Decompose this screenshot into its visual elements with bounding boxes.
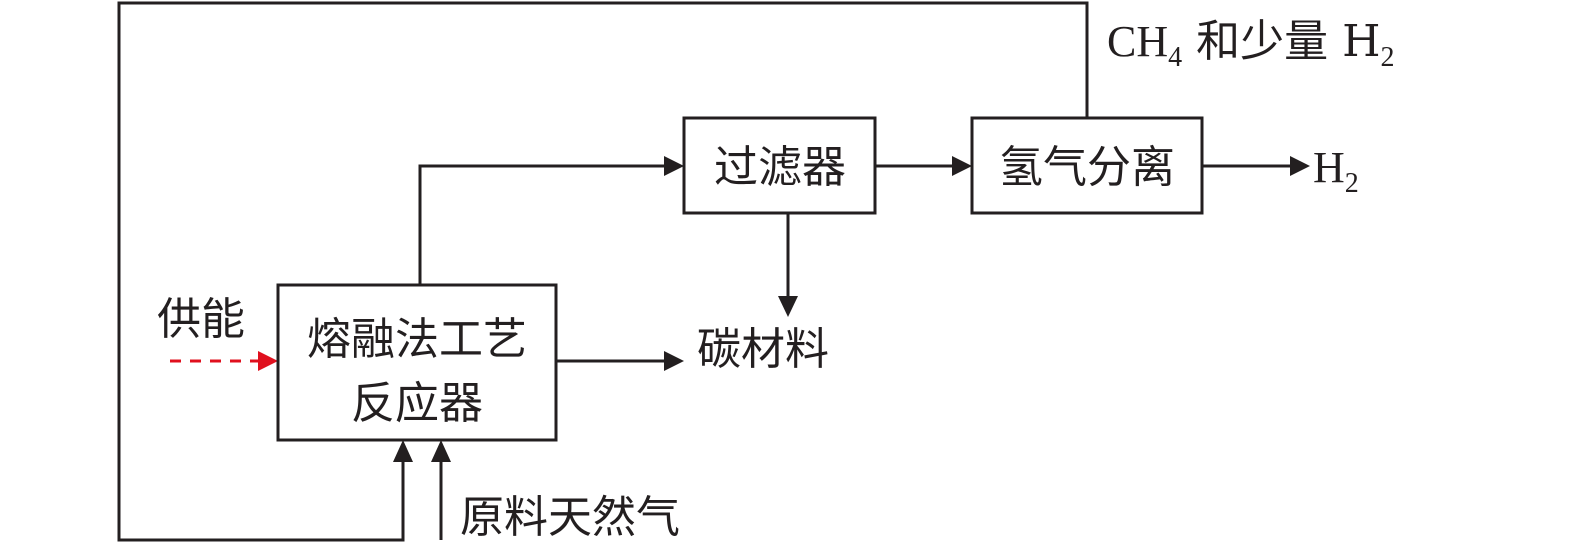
recycle-label-sub4: 4 [1168, 42, 1182, 73]
reactor-box [276, 283, 558, 442]
filter-box [682, 116, 877, 215]
energy-label: 供能 [157, 294, 245, 345]
feed-arrowhead [431, 440, 451, 462]
energy-arrowhead [258, 351, 278, 371]
reactor-label-line1: 熔融法工艺 [307, 314, 527, 365]
feed-label: 原料天然气 [460, 492, 680, 543]
recycle-label-sub2: 2 [1380, 42, 1394, 73]
recycle-label-mid: 和少量 H [1182, 16, 1380, 67]
filter-label: 过滤器 [714, 142, 846, 193]
recycle-arrowhead [393, 440, 413, 462]
recycle-label-ch: CH [1107, 17, 1168, 66]
recycle-loop-line [117, 1, 1089, 542]
h2-label-sub: 2 [1345, 168, 1359, 199]
reactor-to-filter-arrowhead [664, 156, 684, 176]
separator-box [970, 116, 1204, 215]
reactor-to-carbon-arrowhead [664, 351, 684, 371]
recycle-label: CH4 和少量 H2 [1107, 16, 1394, 73]
filter-to-carbon-arrowhead [778, 296, 798, 317]
filter-to-separator-arrowhead [952, 156, 972, 176]
reactor-to-filter-line [418, 164, 664, 285]
h2-label-h: H [1313, 143, 1345, 192]
h2-output-label: H2 [1313, 143, 1359, 199]
reactor-label-line2: 反应器 [351, 378, 483, 429]
separator-label: 氢气分离 [999, 142, 1175, 193]
separator-to-h2-arrowhead [1290, 156, 1310, 176]
carbon-label: 碳材料 [697, 324, 829, 375]
